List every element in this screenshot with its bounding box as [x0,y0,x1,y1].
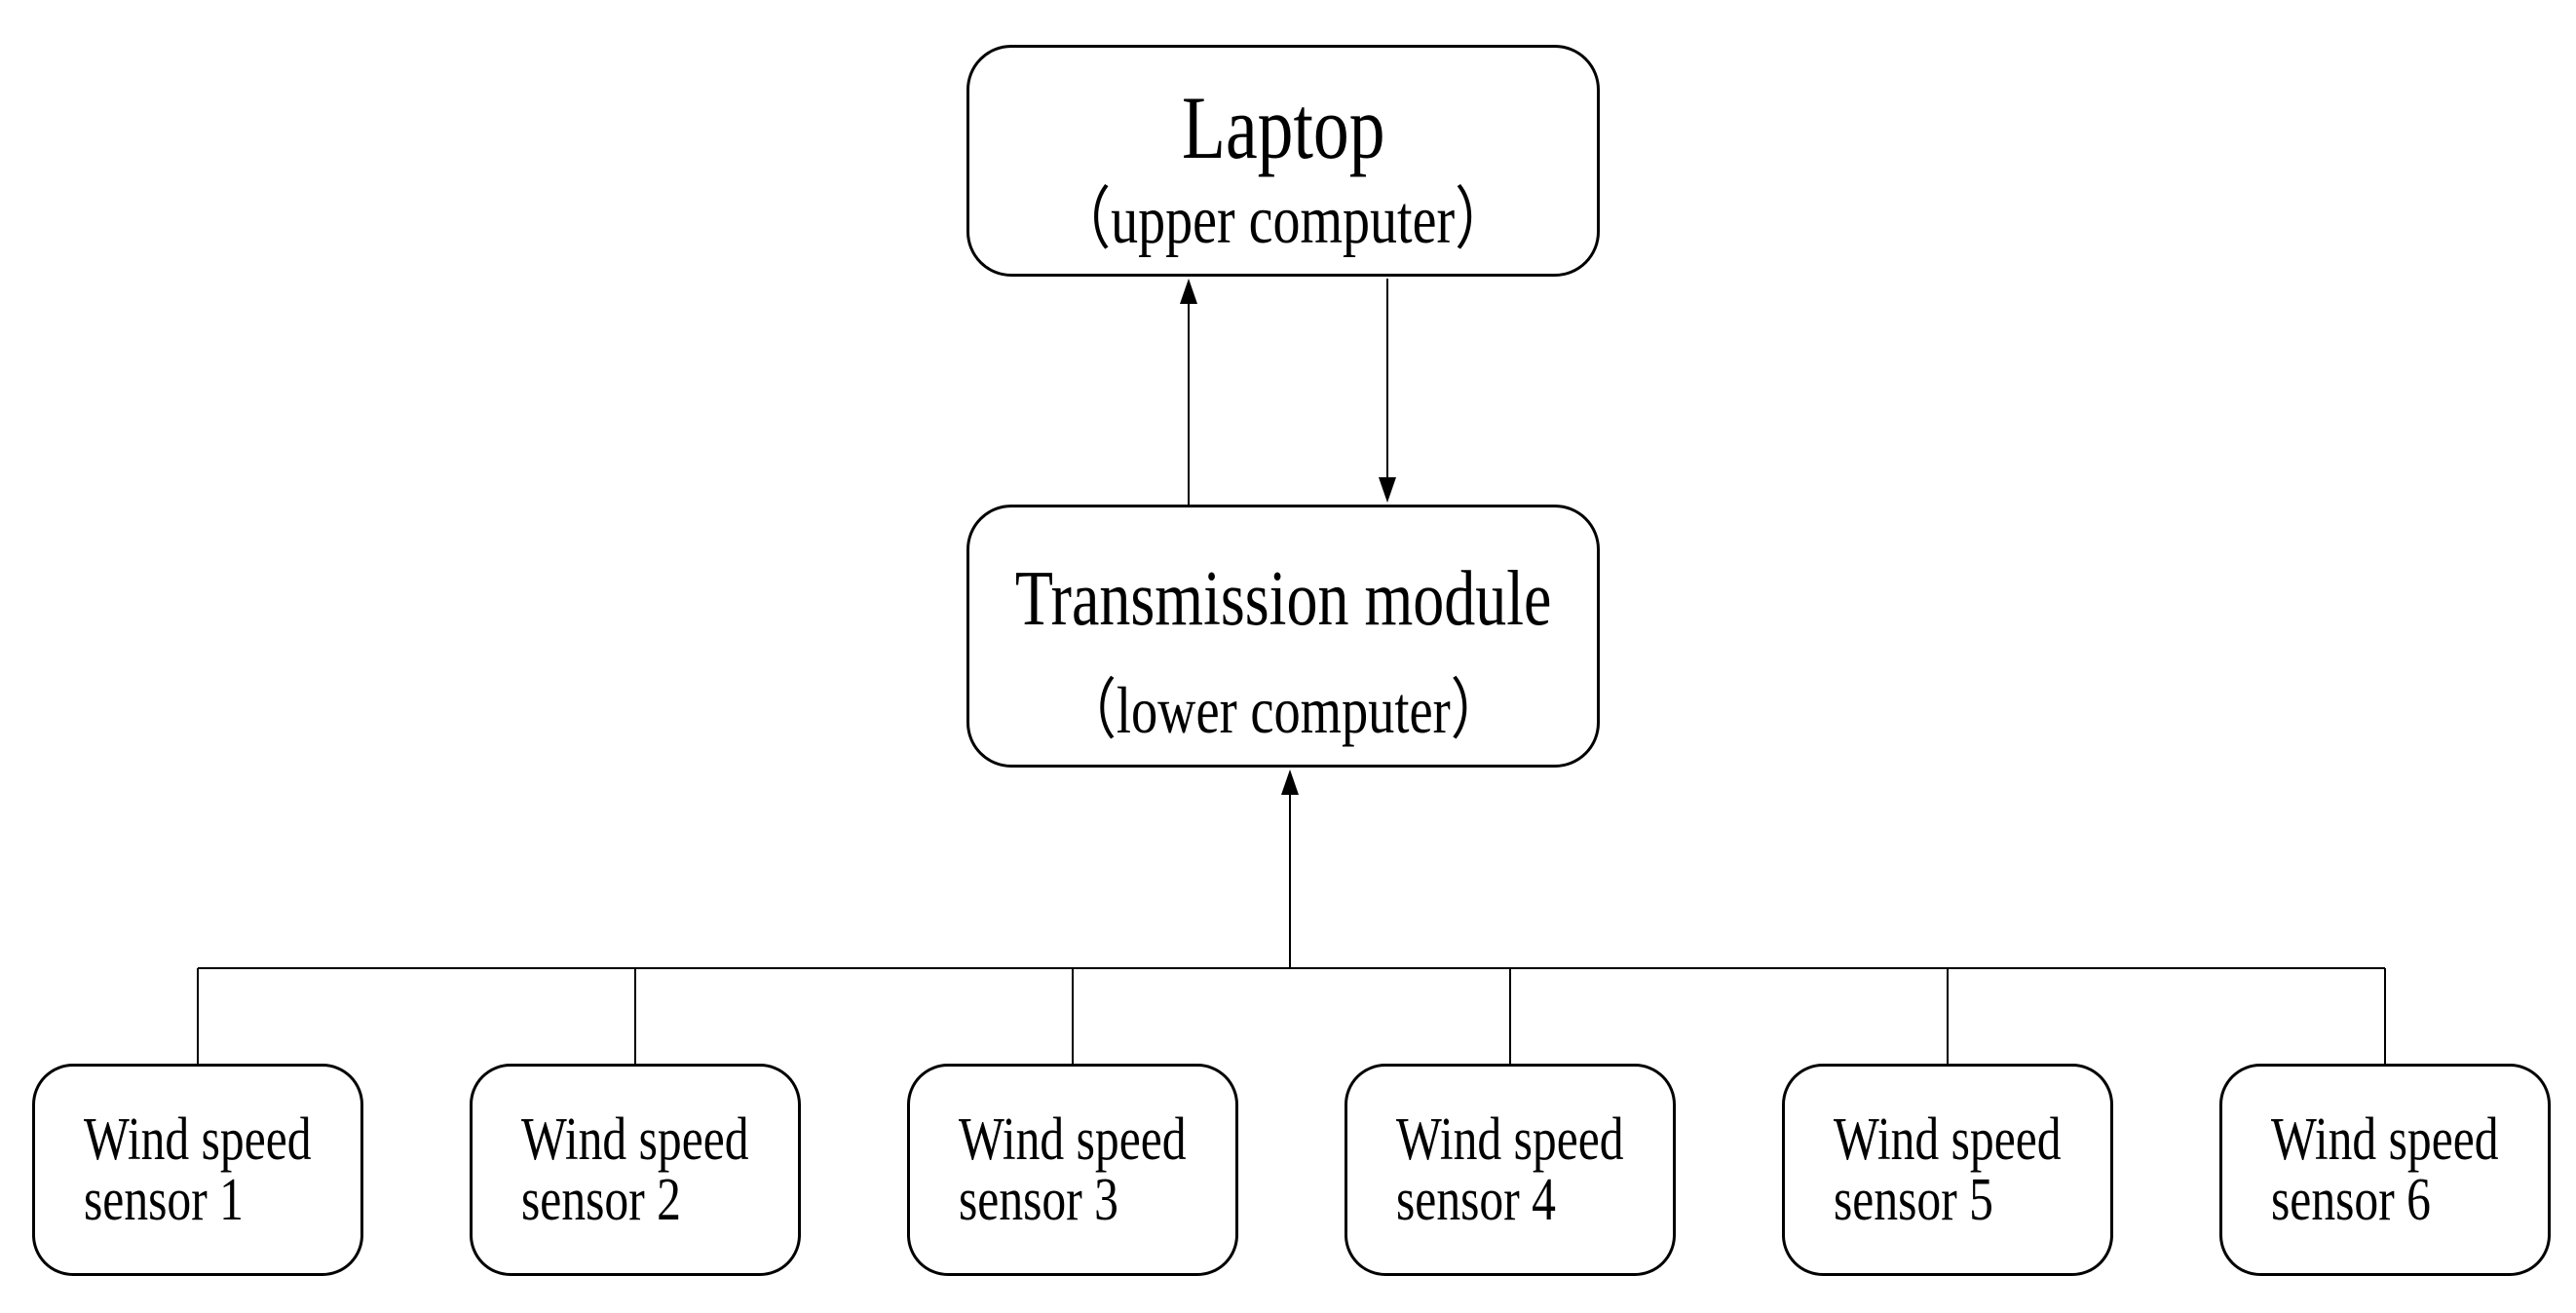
laptop-title: Laptop [1181,78,1385,177]
sensor-3-label-line2: sensor 3 [959,1167,1118,1233]
sensor-3-label-line1: Wind speed [959,1107,1187,1173]
sensor-1-label-line1: Wind speed [84,1107,312,1173]
node-wind-speed-sensor-1: Wind speed sensor 1 [32,1064,363,1276]
arrow-laptop-to-transmission-head [1379,477,1396,503]
node-wind-speed-sensor-6: Wind speed sensor 6 [2219,1064,2551,1276]
arrow-transmission-to-laptop-head [1180,279,1197,304]
sensor-6-label-line2: sensor 6 [2271,1167,2431,1233]
sensor-5-label-line1: Wind speed [1834,1107,2062,1173]
node-wind-speed-sensor-2: Wind speed sensor 2 [470,1064,801,1276]
transmission-subtitle: （lower computer） [1063,673,1503,747]
node-laptop: Laptop （upper computer） [966,45,1600,277]
sensor-4-label-line2: sensor 4 [1396,1167,1556,1233]
transmission-title: Transmission module [1014,556,1552,642]
node-wind-speed-sensor-4: Wind speed sensor 4 [1345,1064,1676,1276]
node-transmission-module: Transmission module （lower computer） [966,505,1600,768]
laptop-subtitle: （upper computer） [1056,183,1510,258]
arrow-bus-to-transmission-head [1281,769,1299,795]
sensor-4-label-line1: Wind speed [1396,1107,1624,1173]
sensor-2-label-line2: sensor 2 [521,1167,681,1233]
node-wind-speed-sensor-3: Wind speed sensor 3 [907,1064,1238,1276]
sensor-5-label-line2: sensor 5 [1834,1167,1993,1233]
sensor-6-label-line1: Wind speed [2271,1107,2499,1173]
node-wind-speed-sensor-5: Wind speed sensor 5 [1782,1064,2113,1276]
sensor-1-label-line2: sensor 1 [84,1167,244,1233]
sensor-2-label-line1: Wind speed [521,1107,749,1173]
